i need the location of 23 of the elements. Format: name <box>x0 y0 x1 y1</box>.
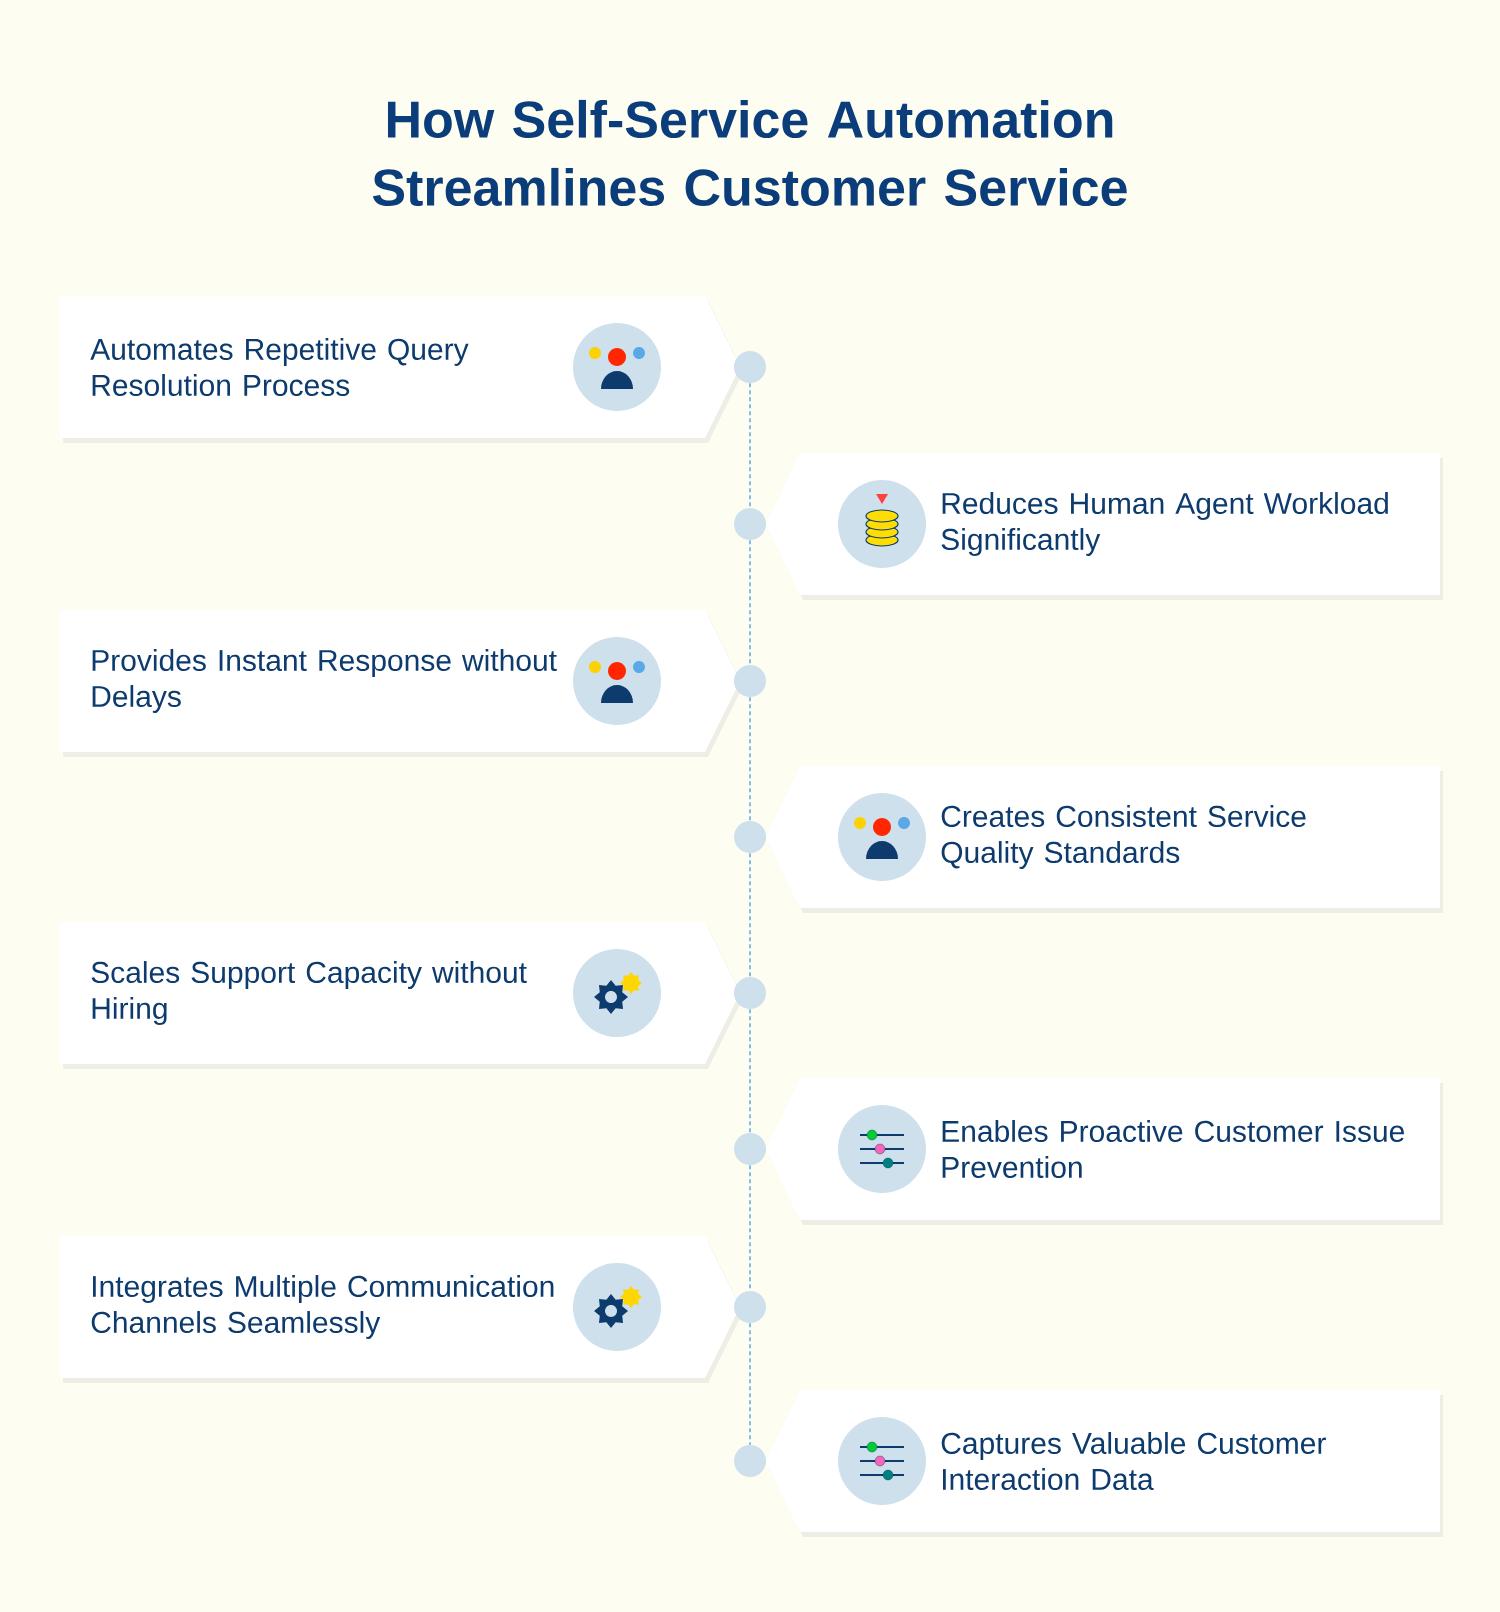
timeline-line <box>749 1322 751 1446</box>
step-card: Captures Valuable Customer Interaction Data <box>766 1390 1443 1537</box>
step-card: Enables Proactive Customer Issue Prevention <box>766 1078 1443 1225</box>
timeline-dot <box>734 1291 766 1323</box>
timeline-dot <box>734 351 766 383</box>
timeline-dot <box>734 977 766 1009</box>
step-card: Automates Repetitive Query Resolution Process <box>60 296 743 443</box>
timeline-line <box>749 539 751 666</box>
step-card: Scales Support Capacity without Hiring <box>60 922 743 1069</box>
step-card: Integrates Multiple Communication Channels Seamlessly <box>60 1236 743 1383</box>
title: How Self-Service Automation Streamlines Customer Service <box>372 99 1127 207</box>
timeline-line <box>749 382 751 509</box>
timeline-line <box>749 696 751 822</box>
step-card: Creates Consistent Service Quality Standards <box>766 766 1443 913</box>
timeline-line <box>749 1008 751 1134</box>
step-card: Provides Instant Response without Delays <box>60 610 743 757</box>
timeline-dot <box>734 1133 766 1165</box>
timeline-dot <box>734 821 766 853</box>
timeline-line <box>749 852 751 978</box>
step-card: Reduces Human Agent Workload Significantly <box>766 453 1443 600</box>
timeline-dot <box>734 1445 766 1477</box>
timeline-dot <box>734 665 766 697</box>
timeline-dot <box>734 508 766 540</box>
